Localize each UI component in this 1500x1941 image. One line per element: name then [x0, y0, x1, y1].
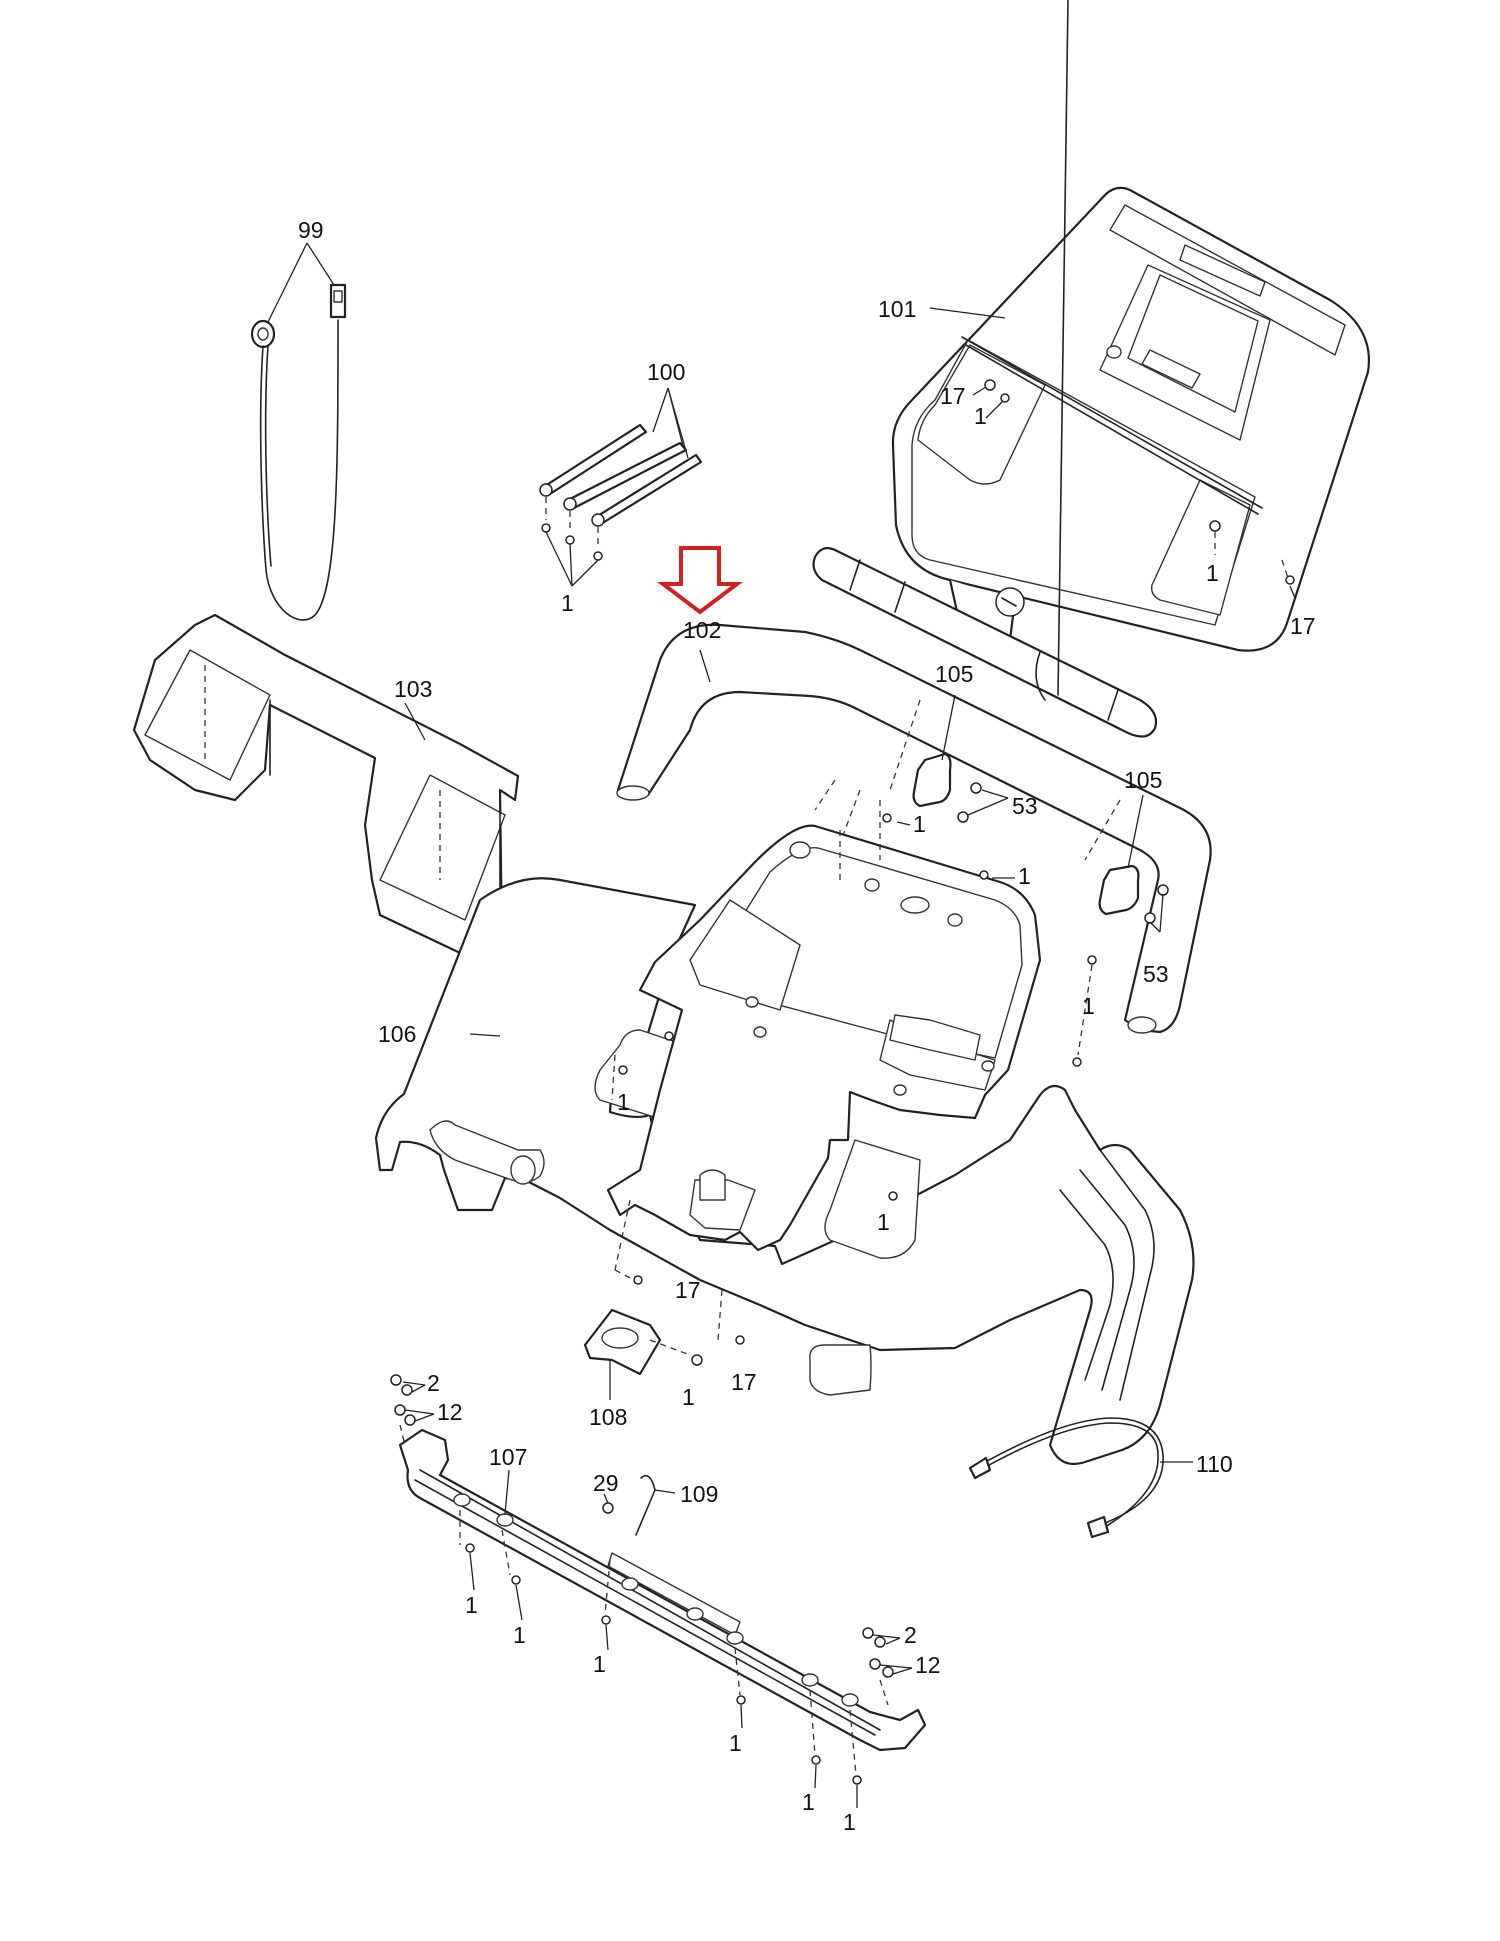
callout-1-rail-a: 1: [465, 1592, 478, 1618]
callout-1-rail-c: 1: [593, 1651, 606, 1677]
part-101-console: [891, 186, 1370, 652]
callout-99: 99: [298, 217, 324, 243]
part-105-clamps: [829, 694, 1169, 933]
callout-17-center: 17: [675, 1277, 701, 1303]
callout-53-right: 53: [1143, 961, 1169, 987]
hardware-dashes: [611, 779, 1097, 1345]
callout-12-right: 12: [915, 1652, 941, 1678]
callout-1-frame-b: 1: [1018, 863, 1031, 889]
callout-1-rail-b: 1: [513, 1622, 526, 1648]
callout-labels: 99 100 101 102 103 105 105 106 107 108 1…: [298, 217, 1316, 1835]
callout-1-rail-d: 1: [729, 1730, 742, 1756]
callout-29: 29: [593, 1470, 619, 1496]
part-108-plate: [583, 1308, 703, 1400]
callout-1-rail-f: 1: [843, 1809, 856, 1835]
part-99-cable: [250, 242, 347, 621]
callout-12-left: 12: [437, 1399, 463, 1425]
callout-108: 108: [589, 1404, 627, 1430]
callout-17-lower: 17: [731, 1369, 757, 1395]
inner-frame: [606, 824, 1042, 1252]
part-102-handlebar: [616, 623, 1212, 1034]
callout-103: 103: [394, 676, 432, 702]
callout-105-right: 105: [1124, 767, 1162, 793]
callout-1-rail-e: 1: [802, 1789, 815, 1815]
callout-109: 109: [680, 1481, 718, 1507]
callout-1-left-panel: 1: [617, 1089, 630, 1115]
callout-106: 106: [378, 1021, 416, 1047]
callout-107: 107: [489, 1444, 527, 1470]
callout-1-right-panel: 1: [877, 1209, 890, 1235]
callout-105-top: 105: [935, 661, 973, 687]
callout-1-brackets: 1: [561, 590, 574, 616]
part-110-wire: [968, 1417, 1193, 1539]
callout-17-console: 17: [940, 383, 966, 409]
callout-1-plate: 1: [682, 1384, 695, 1410]
callout-1-frame-c: 1: [1082, 993, 1095, 1019]
callout-102: 102: [683, 617, 721, 643]
part-100-brackets: [539, 387, 703, 587]
upright-crossbar: [812, 0, 1158, 738]
callout-1-console-b: 1: [1206, 560, 1219, 586]
part-103-tray: [132, 613, 520, 962]
callout-2-left: 2: [427, 1370, 440, 1396]
part-107-rail: [398, 1428, 927, 1776]
callout-1-console-a: 1: [974, 403, 987, 429]
rail-hardware: [390, 1374, 913, 1808]
callout-101: 101: [878, 296, 916, 322]
highlight-arrow-102: [657, 546, 743, 615]
callout-17-right: 17: [1290, 613, 1316, 639]
callout-110: 110: [1196, 1451, 1233, 1477]
callout-100: 100: [647, 359, 685, 385]
callout-53-top: 53: [1012, 793, 1038, 819]
callout-2-right: 2: [904, 1622, 917, 1648]
callout-1-frame-a: 1: [913, 811, 926, 837]
